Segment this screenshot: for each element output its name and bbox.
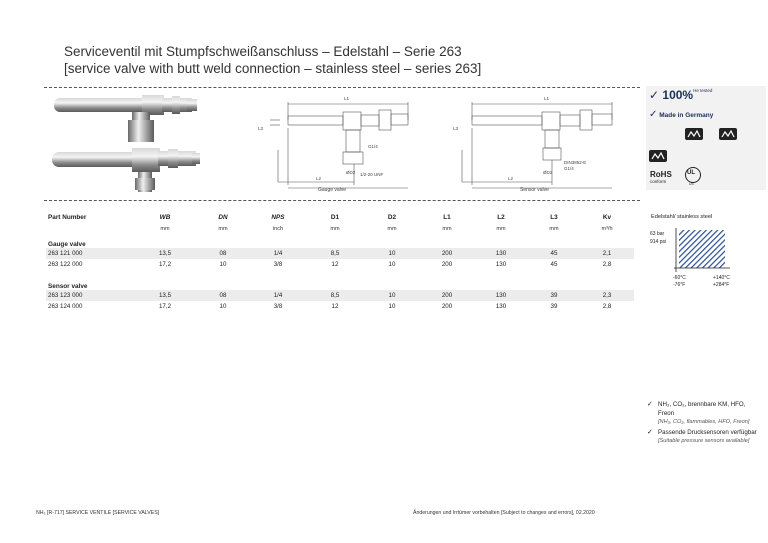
approval-mark-icon	[719, 128, 737, 140]
dim-d2: ØD2	[543, 170, 553, 175]
check-icon: ✓	[647, 401, 653, 408]
rohs-sub: conform	[650, 179, 667, 184]
dim-l3: L3	[258, 126, 264, 131]
footer-left: NH₃ [R-717] SERVICE VENTILE [SERVICE VAL…	[36, 510, 160, 516]
pt-pressure-bar: 63 bar	[650, 231, 665, 237]
sensor-valve-drawing: L1 L2 L3 DIN3852-E G1/4 ØD2 Sensor valve	[453, 96, 613, 193]
ul-mark-icon	[685, 167, 701, 183]
product-photo	[52, 95, 200, 192]
gauge-valve-drawing: L1 L2 L3 G1/4 1/2-20 UNF ØD2 Gauge valve	[258, 96, 409, 193]
ul-sub: US	[689, 182, 694, 186]
pt-tmin-f: -76°F	[673, 282, 686, 288]
col-l2: L2	[497, 214, 505, 221]
spec-table: Part Number WB DN NPS D1 D2 L1 L2 L3 Kv …	[46, 212, 634, 312]
gauge-caption: Gauge valve	[318, 187, 346, 193]
pt-tmax-f: +284°F	[713, 282, 730, 288]
col-d1: D1	[330, 214, 340, 221]
table-row: 263 124 000 17,2 10 3/8 12 10 200 130 39…	[48, 303, 612, 310]
col-kv: Kv	[602, 214, 612, 221]
check-icon: ✓	[649, 109, 658, 120]
pt-tmax-c: +140°C	[713, 275, 730, 281]
col-part-number: Part Number	[48, 214, 87, 221]
notes-list: ✓ NH₃, CO₂, brennbare KM, HFO, Freon [NH…	[647, 400, 758, 445]
pt-chart-title: Edelstahl/ stainless steel	[651, 214, 713, 220]
table-row: 263 122 000 17,2 10 3/8 12 10 200 130 45…	[48, 261, 612, 268]
dim-din: DIN3852-E	[564, 160, 586, 165]
dim-l3: L3	[453, 126, 459, 131]
dim-l1: L1	[344, 96, 350, 101]
col-dn: DN	[218, 214, 228, 221]
table-row: 263 121 000 13,5 08 1/4 8,5 10 200 130 4…	[46, 248, 634, 259]
col-l3: L3	[550, 214, 558, 221]
dim-unf: 1/2-20 UNF	[360, 172, 384, 177]
sensor-caption: Sensor valve	[520, 187, 549, 193]
approval-mark-icon	[649, 150, 667, 162]
check-he-tested: ✓ 100%He tested	[649, 88, 713, 102]
dim-l2: L2	[316, 176, 322, 181]
table-row: 263 123 000 13,5 08 1/4 8,5 10 200 130 3…	[46, 290, 634, 301]
dim-g14: G1/4	[564, 166, 574, 171]
check-made-in-germany: ✓ Made in Germany	[649, 109, 714, 120]
col-l1: L1	[443, 214, 451, 221]
table-units-row: mm mm inch mm mm mm mm mm m³/h	[160, 225, 613, 232]
page-subtitle: [service valve with butt weld connection…	[64, 61, 482, 76]
ul-label: UL	[687, 170, 695, 176]
pt-pressure-psi: 914 psi	[650, 239, 667, 245]
col-d2: D2	[387, 214, 397, 221]
dim-l2: L2	[508, 176, 514, 181]
pt-tmin-c: -60°C	[673, 275, 686, 281]
divider-mid	[44, 200, 640, 201]
pt-operating-range	[679, 230, 725, 268]
approval-mark-icon	[685, 128, 703, 140]
check-icon: ✓	[647, 429, 653, 436]
dim-d2: ØD2	[346, 170, 356, 175]
pt-chart	[674, 228, 730, 272]
dim-l1: L1	[544, 96, 550, 101]
col-nps: NPS	[271, 214, 285, 221]
note-item: ✓ NH₃, CO₂, brennbare KM, HFO, Freon [NH…	[647, 401, 750, 425]
check-icon: ✓	[649, 88, 660, 102]
divider-top	[44, 87, 640, 88]
badge-panel: ✓ 100%He tested ✓ Made in Germany RoHS c…	[646, 86, 766, 190]
dim-g: G1/4	[368, 144, 378, 149]
table-header-row: Part Number WB DN NPS D1 D2 L1 L2 L3 Kv	[46, 212, 634, 223]
note-item: ✓ Passende Drucksensoren verfügbar [Suit…	[647, 429, 757, 444]
page-title: Serviceventil mit Stumpfschweißanschluss…	[64, 44, 462, 59]
group-gauge-valve: Gauge valve	[48, 241, 86, 248]
group-sensor-valve: Sensor valve	[48, 283, 88, 290]
footer-right: Änderungen und Irrtümer vorbehalten [Sub…	[413, 510, 595, 516]
rohs-label: RoHS	[650, 170, 672, 179]
col-wb: WB	[159, 214, 171, 221]
